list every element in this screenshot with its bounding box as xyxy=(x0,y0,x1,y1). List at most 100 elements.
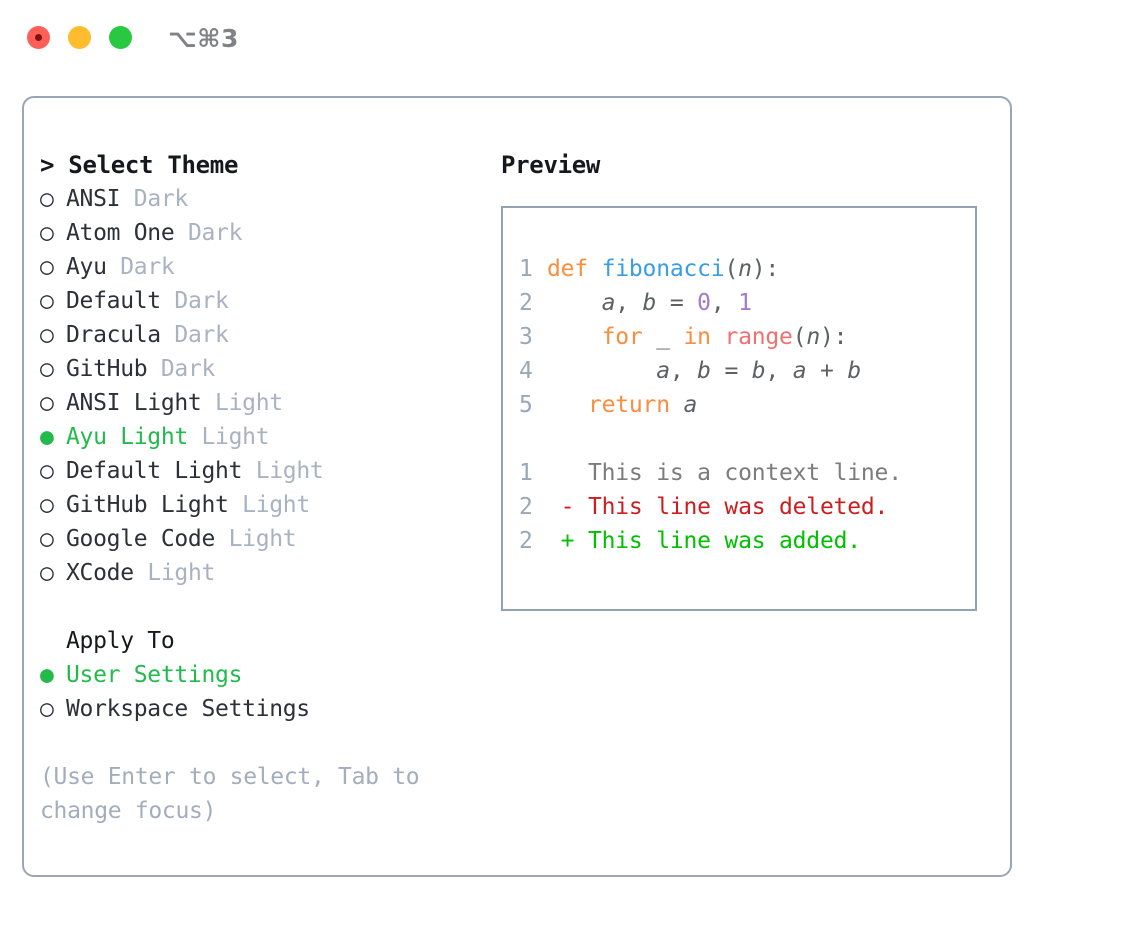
select-theme-heading: > Select Theme xyxy=(40,151,239,179)
theme-list-item[interactable]: ○XCode Light xyxy=(40,556,480,590)
theme-name-variant-separator xyxy=(161,288,175,314)
theme-variant-badge: Dark xyxy=(160,356,216,382)
code-token: a xyxy=(656,358,670,384)
diff-text: This line was added. xyxy=(587,528,861,554)
theme-name-variant-separator xyxy=(201,390,215,416)
theme-variant-badge: Light xyxy=(242,492,310,518)
code-token xyxy=(547,324,602,350)
theme-selector-column: > Select Theme ○ANSI Dark○Atom One Dark○… xyxy=(40,148,480,828)
code-diff-gap xyxy=(519,422,975,456)
minimize-button-icon[interactable] xyxy=(68,26,91,49)
code-line: 5 return a xyxy=(519,388,975,422)
theme-name-variant-separator xyxy=(134,560,148,586)
theme-list: ○ANSI Dark○Atom One Dark○Ayu Dark○Defaul… xyxy=(40,182,480,590)
radio-unselected-icon: ○ xyxy=(40,458,54,484)
hint-line-1: (Use Enter to select, Tab to xyxy=(40,764,420,790)
theme-variant-badge: Light xyxy=(228,526,297,552)
theme-name-variant-separator xyxy=(161,322,175,348)
code-token xyxy=(670,324,684,350)
code-token: b xyxy=(697,358,711,384)
code-token: for xyxy=(601,324,643,350)
code-token: a xyxy=(792,358,807,384)
theme-list-item[interactable]: ○ GitHub Light Light xyxy=(40,488,480,522)
theme-name-variant-separator xyxy=(188,424,202,450)
theme-list-item[interactable]: ●Ayu Light Light xyxy=(40,420,480,454)
theme-variant-badge: Dark xyxy=(120,254,175,280)
theme-name: Atom One xyxy=(66,220,175,246)
code-token: 0 xyxy=(697,290,711,316)
diff-line-number: 2 xyxy=(519,494,533,520)
theme-variant-badge: Dark xyxy=(133,186,189,212)
code-token xyxy=(711,324,725,350)
apply-to-item[interactable]: ●User Settings xyxy=(40,658,480,692)
close-button-icon[interactable] xyxy=(27,26,50,49)
radio-unselected-icon: ○ xyxy=(40,186,54,212)
radio-unselected-icon: ○ xyxy=(40,254,54,280)
radio-unselected-icon: ○ xyxy=(40,492,54,518)
diff-marker xyxy=(547,460,588,486)
theme-name: ANSI xyxy=(66,186,121,212)
preview-heading: Preview xyxy=(501,151,601,179)
code-token xyxy=(547,290,602,316)
code-token: return xyxy=(587,392,670,418)
radio-unselected-icon: ○ xyxy=(40,526,54,552)
theme-list-item[interactable]: ○ Ayu Dark xyxy=(40,250,480,284)
code-token xyxy=(670,392,684,418)
theme-list-item[interactable]: ○Default Dark xyxy=(40,284,480,318)
theme-list-item[interactable]: ○GitHub Dark xyxy=(40,352,480,386)
radio-unselected-icon: ○ xyxy=(40,390,54,416)
theme-name: Dracula xyxy=(66,322,161,348)
code-line-number: 1 xyxy=(519,256,533,282)
title-bar: ⌥⌘3 xyxy=(0,0,1140,78)
code-line-number: 4 xyxy=(519,358,533,384)
code-token: def xyxy=(547,256,588,282)
maximize-button-icon[interactable] xyxy=(109,26,132,49)
theme-name: GitHub Light xyxy=(66,492,229,518)
code-token: , xyxy=(669,358,698,384)
code-token: = xyxy=(656,290,698,316)
code-token: ): xyxy=(820,324,848,350)
diff-marker: - xyxy=(547,494,588,520)
theme-list-item[interactable]: ○Default Light Light xyxy=(40,454,480,488)
diff-line-number: 1 xyxy=(519,460,533,486)
code-token: _ xyxy=(656,324,670,350)
theme-name: Ayu xyxy=(66,254,107,280)
radio-selected-icon: ● xyxy=(40,424,54,450)
radio-unselected-icon: ○ xyxy=(40,696,54,722)
code-token: range xyxy=(724,324,793,350)
diff-line: 2 - This line was deleted. xyxy=(519,490,975,524)
theme-list-item[interactable]: ○ANSI Light Light xyxy=(40,386,480,420)
code-token: in xyxy=(683,324,711,350)
apply-to-item[interactable]: ○Workspace Settings xyxy=(40,692,480,726)
code-token xyxy=(588,256,602,282)
keyboard-hint-text: (Use Enter to select, Tab to change focu… xyxy=(40,760,450,828)
code-token xyxy=(547,392,588,418)
diff-line: 2 + This line was added. xyxy=(519,524,975,558)
theme-name-variant-separator xyxy=(215,526,229,552)
theme-list-item[interactable]: ○Atom One Dark xyxy=(40,216,480,250)
traffic-light-buttons xyxy=(27,26,132,49)
radio-unselected-icon: ○ xyxy=(40,220,54,246)
diff-line: 1 This is a context line. xyxy=(519,456,975,490)
theme-list-item[interactable]: ○ ANSI Dark xyxy=(40,182,480,216)
code-token: fibonacci xyxy=(601,256,725,282)
code-line-number: 2 xyxy=(519,290,533,316)
theme-list-item[interactable]: ○Google Code Light xyxy=(40,522,480,556)
theme-variant-badge: Light xyxy=(255,458,324,484)
theme-variant-badge: Dark xyxy=(174,322,229,348)
theme-name: GitHub xyxy=(66,356,148,382)
theme-variant-badge: Dark xyxy=(174,288,229,314)
theme-variant-badge: Light xyxy=(215,390,283,416)
code-line: 3 for _ in range(n): xyxy=(519,320,975,354)
radio-selected-icon: ● xyxy=(40,662,54,688)
code-token: , xyxy=(710,290,739,316)
theme-list-item[interactable]: ○Dracula Dark xyxy=(40,318,480,352)
theme-variant-badge: Light xyxy=(201,424,270,450)
apply-to-heading: Apply To xyxy=(66,628,175,654)
theme-name-variant-separator xyxy=(107,254,121,280)
